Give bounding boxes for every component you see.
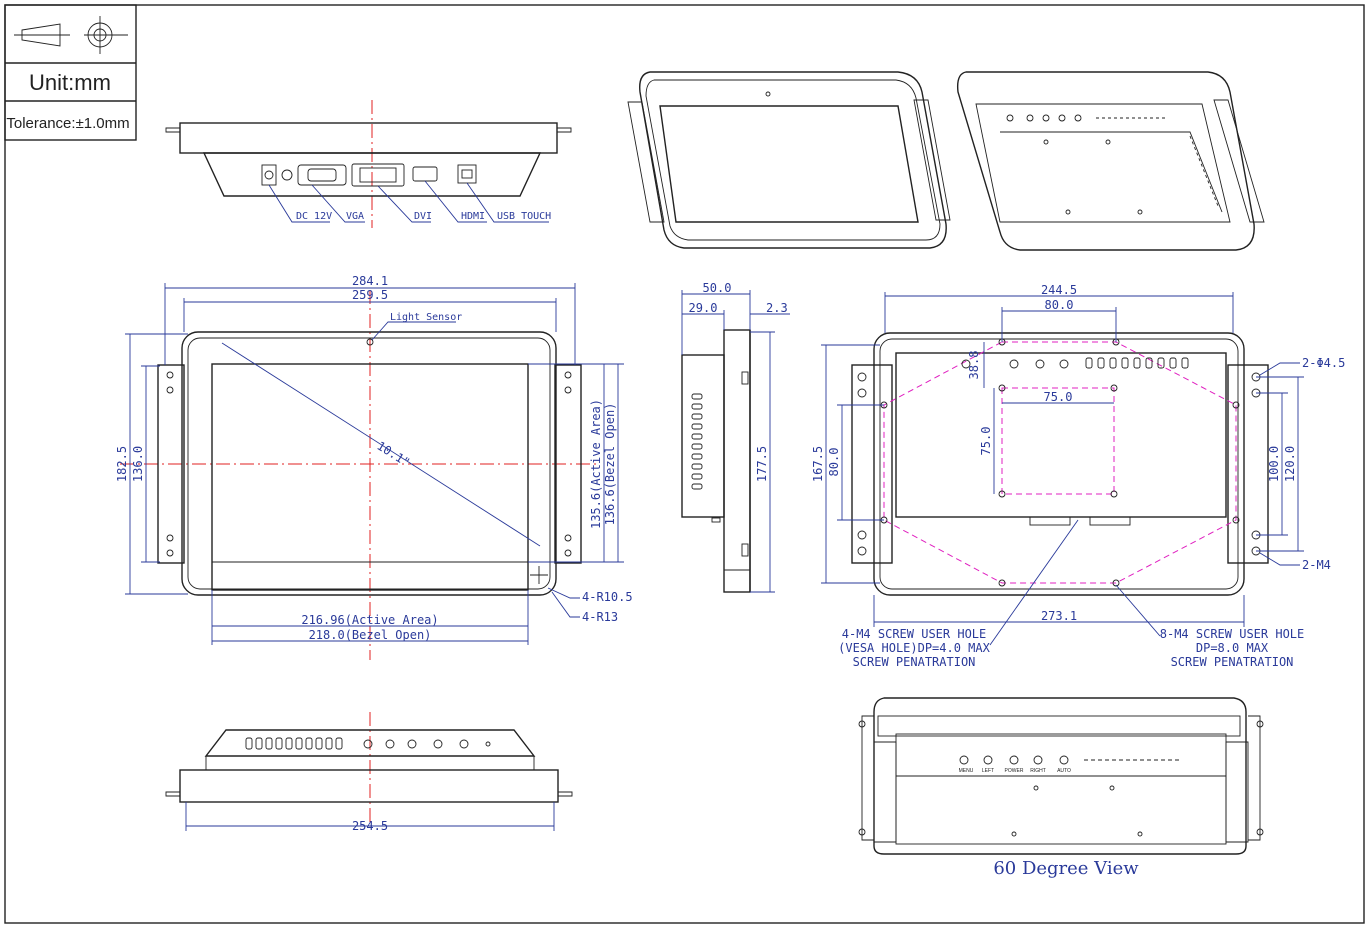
rear-width-label: 244.5 [1041,283,1077,297]
hdmi-port [412,166,438,182]
usb-label: USB TOUCH [497,211,551,222]
right-120-label: 120.0 [1283,446,1297,482]
hole-45-label: 2-Φ4.5 [1302,356,1345,370]
usb-port [457,164,477,184]
btn-left-label: LEFT [982,768,994,774]
front-view: 10.1" Light Sensor 284.1 259.5 182.5 136… [115,274,633,660]
btn-right-label: RIGHT [1030,768,1046,774]
light-sensor-icon [366,338,374,346]
title-block: Unit:mm Tolerance:±1.0mm [4,4,137,141]
r13-label: 4-R13 [582,610,618,624]
right-100-label: 100.0 [1267,446,1281,482]
note-vesa-line3: SCREW PENATRATION [853,655,976,669]
projection-symbol-icon [14,16,128,54]
note-8m4-line1: 8-M4 SCREW USER HOLE [1160,627,1305,641]
left-80-label: 80.0 [827,448,841,477]
vga-port [297,164,347,186]
degree-view: MENU LEFT POWER RIGHT AUTO 60 Degree Vie… [858,697,1264,879]
drawing-border [4,4,1365,924]
vesa-75-label: 75.0 [1044,390,1073,404]
width-overall-label: 284.1 [352,274,388,288]
vesa-top-label: 80.0 [1045,298,1074,312]
height-overall-label: 182.5 [115,446,129,482]
depth-label: 50.0 [703,281,732,295]
bezel-h-label: 218.0(Bezel Open) [309,628,432,642]
side-height-label: 177.5 [755,446,769,482]
side-vent-slots [691,393,703,490]
view-label: 60 Degree View [993,858,1139,879]
m4-2-label: 2-M4 [1302,558,1331,572]
diagonal-label: 10.1" [374,439,412,470]
btn-auto-label: AUTO [1057,768,1071,774]
btn-power-label: POWER [1005,768,1024,774]
depth-inner-label: 29.0 [689,301,718,315]
r105-label: 4-R10.5 [582,590,633,604]
note-vesa-line1: 4-M4 SCREW USER HOLE [842,627,987,641]
note-8m4-line3: SCREW PENATRATION [1171,655,1294,669]
bottom-vent-slots [245,737,343,750]
side-view: 50.0 29.0 2.3 177.5 [681,281,790,593]
rear-button-row [961,357,1189,369]
bezel-v-label: 136.6(Bezel Open) [603,403,617,526]
note-8m4-line2: DP=8.0 MAX [1196,641,1269,655]
top-view: DC 12V VGA DVI HDMI USB TOUCH [165,100,572,228]
btn-menu-label: MENU [959,768,974,774]
vga-label: VGA [346,211,364,222]
width-bracket-label: 259.5 [352,288,388,302]
light-sensor-label: Light Sensor [390,312,462,323]
hdmi-label: HDMI [461,211,485,222]
vesa-75-v-label: 75.0 [979,427,993,456]
rear-bottom-label: 273.1 [1041,609,1077,623]
dvi-label: DVI [414,211,432,222]
bottom-width-label: 254.5 [352,819,388,833]
bottom-view: 254.5 [165,712,573,833]
dc-label: DC 12V [296,211,332,222]
active-v-label: 135.6(Active Area) [589,399,603,529]
perspective-rear [956,71,1265,251]
perspective-front [627,71,951,249]
tolerance-label: Tolerance:±1.0mm [6,115,129,132]
height-inner-label: 136.0 [131,446,145,482]
bezel-thk-label: 2.3 [766,301,788,315]
offset-38-label: 38.8 [967,351,981,380]
rear-view: 244.5 80.0 75.0 38.8 75.0 167.5 80.0 100… [811,283,1345,669]
unit-label: Unit:mm [29,70,111,95]
dc-jack [261,164,277,186]
active-h-label: 216.96(Active Area) [301,613,438,627]
rear-height-label: 167.5 [811,446,825,482]
active-area [211,363,529,591]
note-vesa-line2: (VESA HOLE)DP=4.0 MAX [838,641,990,655]
